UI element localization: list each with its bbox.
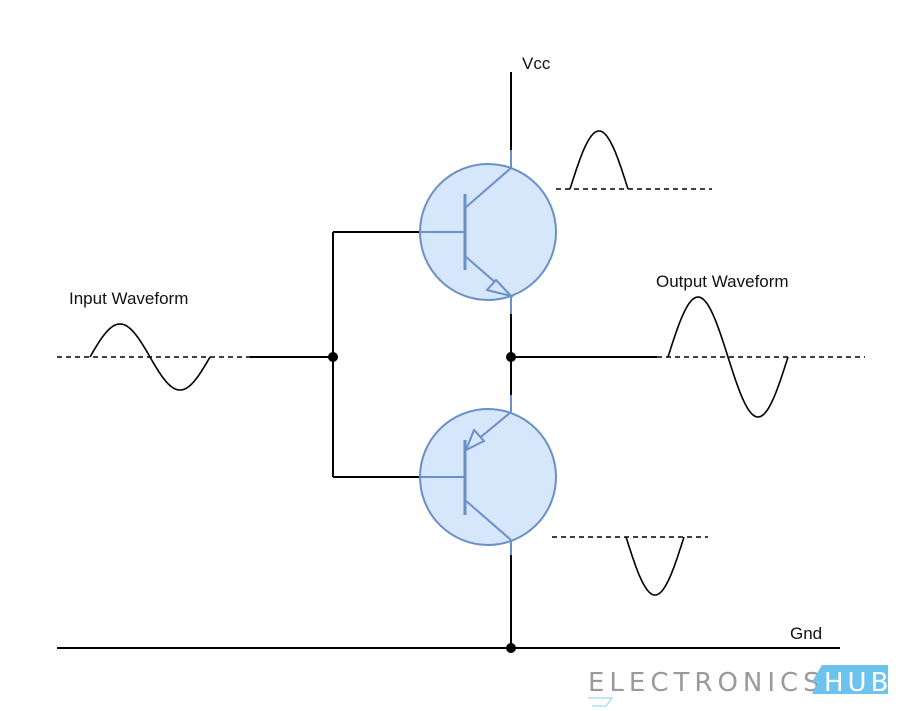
logo-badge-text: HUB <box>824 668 892 698</box>
gnd-label: Gnd <box>790 624 822 643</box>
output-waveform <box>657 296 865 418</box>
electronics-hub-logo: ELECTRONICS HUB <box>588 665 892 707</box>
emitter-arrow-icon <box>485 278 515 298</box>
input-waveform-label: Input Waveform <box>69 289 188 308</box>
input-node <box>328 352 338 362</box>
junction-nodes <box>328 352 516 653</box>
top-half-waveform <box>556 130 712 190</box>
logo-badge <box>812 665 888 694</box>
npn-transistor <box>419 150 557 314</box>
bottom-half-waveform <box>552 536 708 596</box>
logo-text: ELECTRONICS <box>588 668 825 698</box>
output-waveform-label: Output Waveform <box>656 272 789 291</box>
emitter-arrow-icon <box>464 428 486 453</box>
gnd-node <box>506 643 516 653</box>
input-waveform <box>57 323 250 391</box>
pnp-transistor <box>419 395 557 555</box>
vcc-label: Vcc <box>522 54 551 73</box>
output-node <box>506 352 516 362</box>
wires <box>57 72 840 649</box>
